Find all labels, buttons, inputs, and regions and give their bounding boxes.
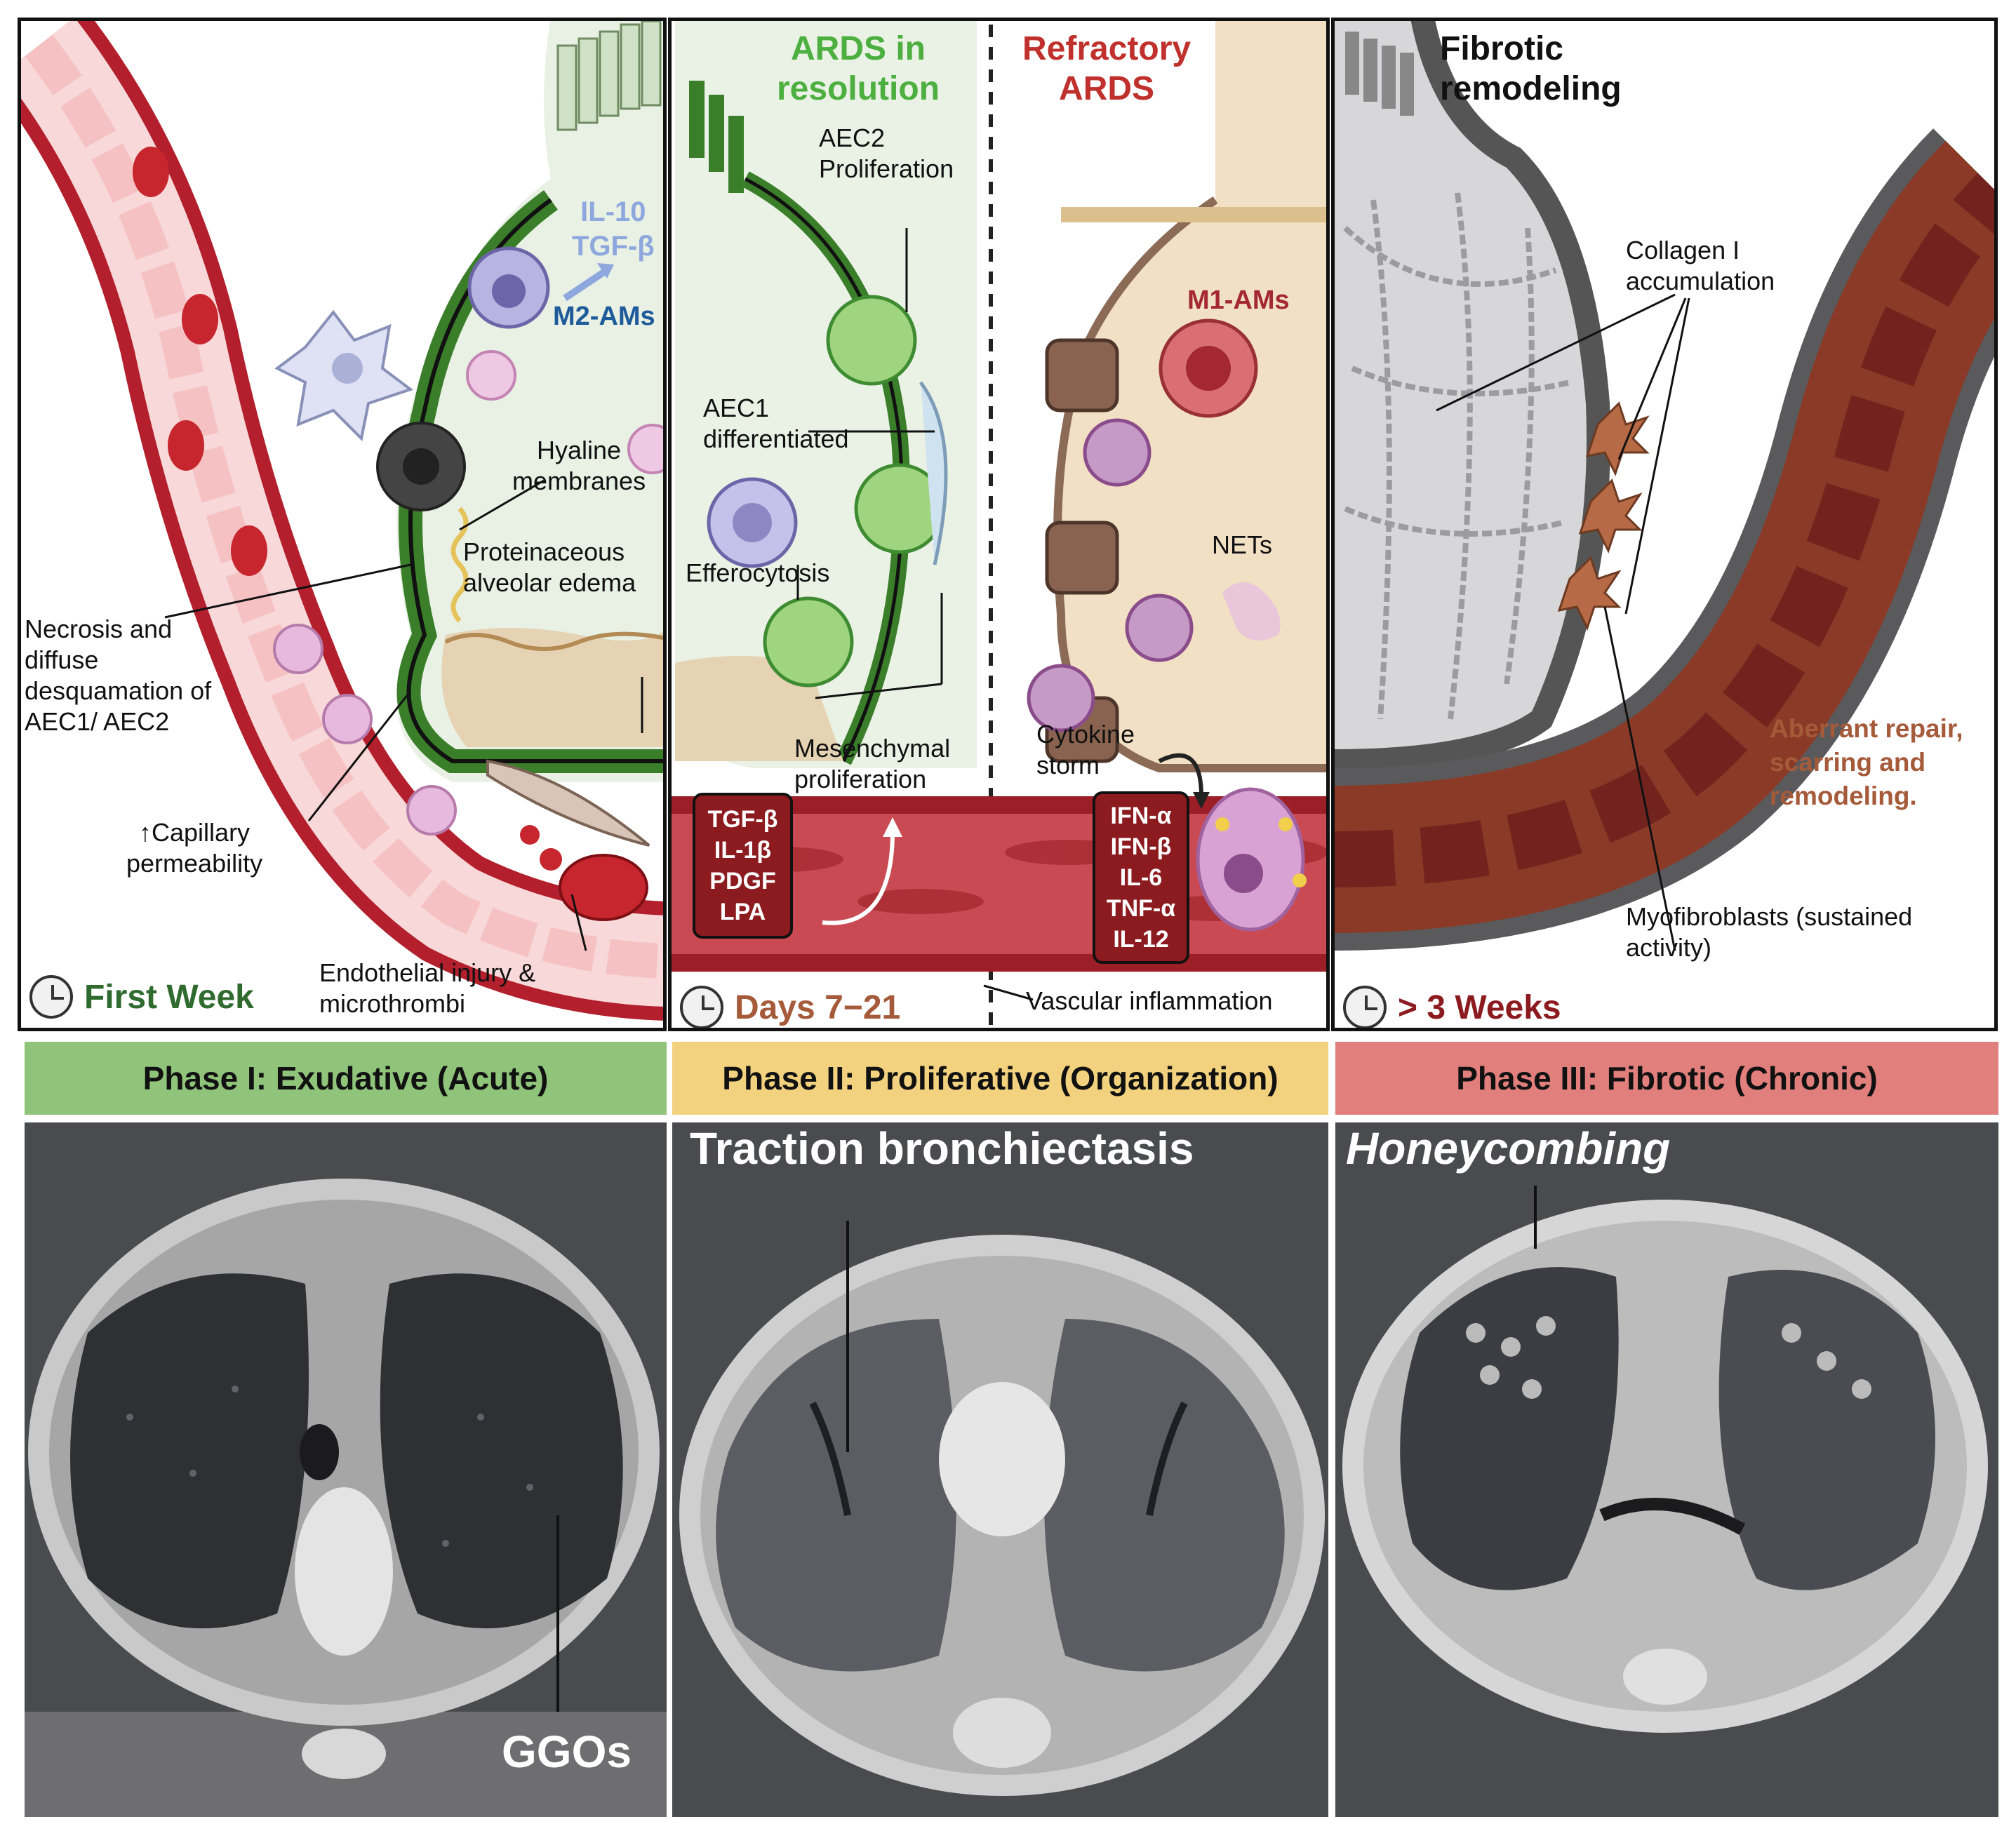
phase1-time: First Week bbox=[29, 975, 254, 1019]
nets-label: NETs bbox=[1212, 530, 1273, 559]
capillary-permeability-label: ↑Capillary permeability bbox=[126, 818, 263, 878]
fibrotic-remodeling-title: Fibrotic remodeling bbox=[1440, 30, 1622, 107]
phase1-ct-scan: GGOs bbox=[25, 1122, 667, 1817]
phase1-time-label: First Week bbox=[84, 978, 254, 1016]
clock-icon bbox=[1343, 986, 1387, 1028]
phase1-illustration bbox=[21, 21, 663, 1021]
phase3-time: > 3 Weeks bbox=[1343, 986, 1561, 1028]
growth-factor-box: TGF-β IL-1β PDGF LPA bbox=[693, 793, 793, 939]
red-blood-cells bbox=[133, 147, 267, 576]
storm-cytokine-item: TNF-α bbox=[1106, 895, 1176, 923]
efferocytosis-macrophage bbox=[707, 477, 798, 568]
phase1-ct-image bbox=[25, 1179, 667, 1817]
blood-neutrophils bbox=[273, 624, 457, 836]
aec1-label: AEC1 differentiated bbox=[703, 394, 849, 453]
clock-icon bbox=[29, 975, 73, 1019]
growth-factor-item: LPA bbox=[719, 899, 766, 926]
m2-macrophage bbox=[467, 246, 550, 329]
refractory-title: Refractory ARDS bbox=[1022, 30, 1191, 107]
aec2-label: AEC2 Proliferation bbox=[819, 123, 954, 183]
storm-cytokine-item: IL-6 bbox=[1119, 864, 1163, 891]
endothelial-injury-label: Endothelial injury & microthrombi bbox=[319, 958, 536, 1018]
phase3-illustration bbox=[1335, 21, 1994, 951]
storm-cytokine-item: IFN-α bbox=[1110, 802, 1172, 829]
phase1-band: Phase I: Exudative (Acute) bbox=[25, 1042, 667, 1115]
neutrophil bbox=[627, 424, 663, 474]
efferocytosis-label: Efferocytosis bbox=[686, 558, 830, 587]
mesenchymal-label: Mesenchymal proliferation bbox=[794, 734, 951, 793]
phase3-ct-scan: Honeycombing bbox=[1335, 1122, 1998, 1817]
necrosis-label: Necrosis and diffuse desquamation of AEC… bbox=[25, 615, 212, 736]
phase2-time: Days 7−21 bbox=[680, 986, 901, 1028]
phase2-illustration bbox=[672, 21, 1326, 1028]
m1-macrophage bbox=[1159, 318, 1258, 418]
hyaline-membrane bbox=[450, 507, 469, 623]
leader-lines bbox=[164, 479, 643, 951]
aec2-cells bbox=[763, 295, 945, 688]
neutrophil bbox=[466, 350, 516, 401]
cytokine-arrow bbox=[563, 267, 609, 302]
refractory-neutrophils bbox=[1027, 418, 1194, 732]
myofibroblasts-label: Myofibroblasts (sustained activity) bbox=[1626, 902, 1913, 962]
ggos-label: GGOs bbox=[502, 1726, 632, 1777]
growth-factor-item: TGF-β bbox=[707, 805, 778, 833]
storm-cytokine-item: IFN-β bbox=[1110, 833, 1172, 860]
damaged-epithelium bbox=[1045, 338, 1119, 763]
phase2-band: Phase II: Proliferative (Organization) bbox=[672, 1042, 1328, 1115]
phase3-time-label: > 3 Weeks bbox=[1398, 988, 1561, 1026]
honeycombing-label: Honeycombing bbox=[1346, 1123, 1671, 1174]
growth-factor-item: IL-1β bbox=[714, 836, 772, 864]
alveolar-edema bbox=[441, 628, 663, 747]
collagen-fibres bbox=[1343, 192, 1570, 720]
hyaline-membranes-label: Hyaline membranes bbox=[512, 436, 646, 495]
myofibroblasts bbox=[1557, 401, 1650, 631]
growth-factor-item: PDGF bbox=[709, 868, 776, 894]
collagen-label: Collagen I accumulation bbox=[1626, 236, 1775, 295]
phase1-cytokines-label: IL-10 TGF-β bbox=[572, 196, 655, 262]
bronchial-cells bbox=[689, 81, 744, 193]
nets bbox=[1222, 582, 1281, 640]
microthrombus bbox=[520, 825, 648, 921]
epithelium bbox=[556, 21, 662, 131]
storm-cytokine-box: IFN-α IFN-β IL-6 TNF-α IL-12 bbox=[1093, 791, 1189, 964]
m1-ams-label: M1-AMs bbox=[1187, 286, 1290, 315]
phase2-time-label: Days 7−21 bbox=[735, 988, 901, 1026]
aec1-cell bbox=[919, 381, 948, 565]
phase2-ct-image bbox=[679, 1221, 1325, 1796]
bronchial-cells bbox=[1345, 32, 1414, 116]
leader-lines bbox=[1436, 293, 1690, 951]
proteinaceous-edema-label: Proteinaceous alveolar edema bbox=[463, 537, 636, 597]
phase3-band: Phase III: Fibrotic (Chronic) bbox=[1335, 1042, 1998, 1115]
vascular-inflammation-label: Vascular inflammation bbox=[1026, 986, 1273, 1015]
m2-ams-label: M2-AMs bbox=[553, 302, 655, 331]
necrotic-cell bbox=[376, 422, 466, 511]
aberrant-repair-label: Aberrant repair, scarring and remodeling… bbox=[1770, 714, 1963, 811]
storm-cytokine-item: IL-12 bbox=[1113, 926, 1169, 953]
degranulating-neutrophil bbox=[1196, 787, 1307, 932]
dendritic-cell bbox=[274, 309, 414, 442]
phase2-ct-scan: Traction bronchiectasis bbox=[672, 1122, 1328, 1817]
traction-bronchiectasis-label: Traction bronchiectasis bbox=[690, 1123, 1194, 1174]
fibroblast bbox=[486, 759, 650, 847]
phase3-illustration-panel: Fibrotic remodeling Collagen I accumulat… bbox=[1331, 18, 1998, 1031]
phase3-ct-image bbox=[1342, 1186, 1988, 1733]
leader-lines bbox=[796, 228, 1034, 1001]
clock-icon bbox=[680, 986, 723, 1028]
phase2-illustration-panel: ARDS in resolution Refractory ARDS AEC2 … bbox=[668, 18, 1330, 1031]
cytokine-storm-label: Cytokine storm bbox=[1036, 720, 1135, 779]
phase1-illustration-panel: IL-10 TGF-β M2-AMs Hyaline membranes Pro… bbox=[18, 18, 667, 1031]
resolution-title: ARDS in resolution bbox=[777, 30, 940, 107]
